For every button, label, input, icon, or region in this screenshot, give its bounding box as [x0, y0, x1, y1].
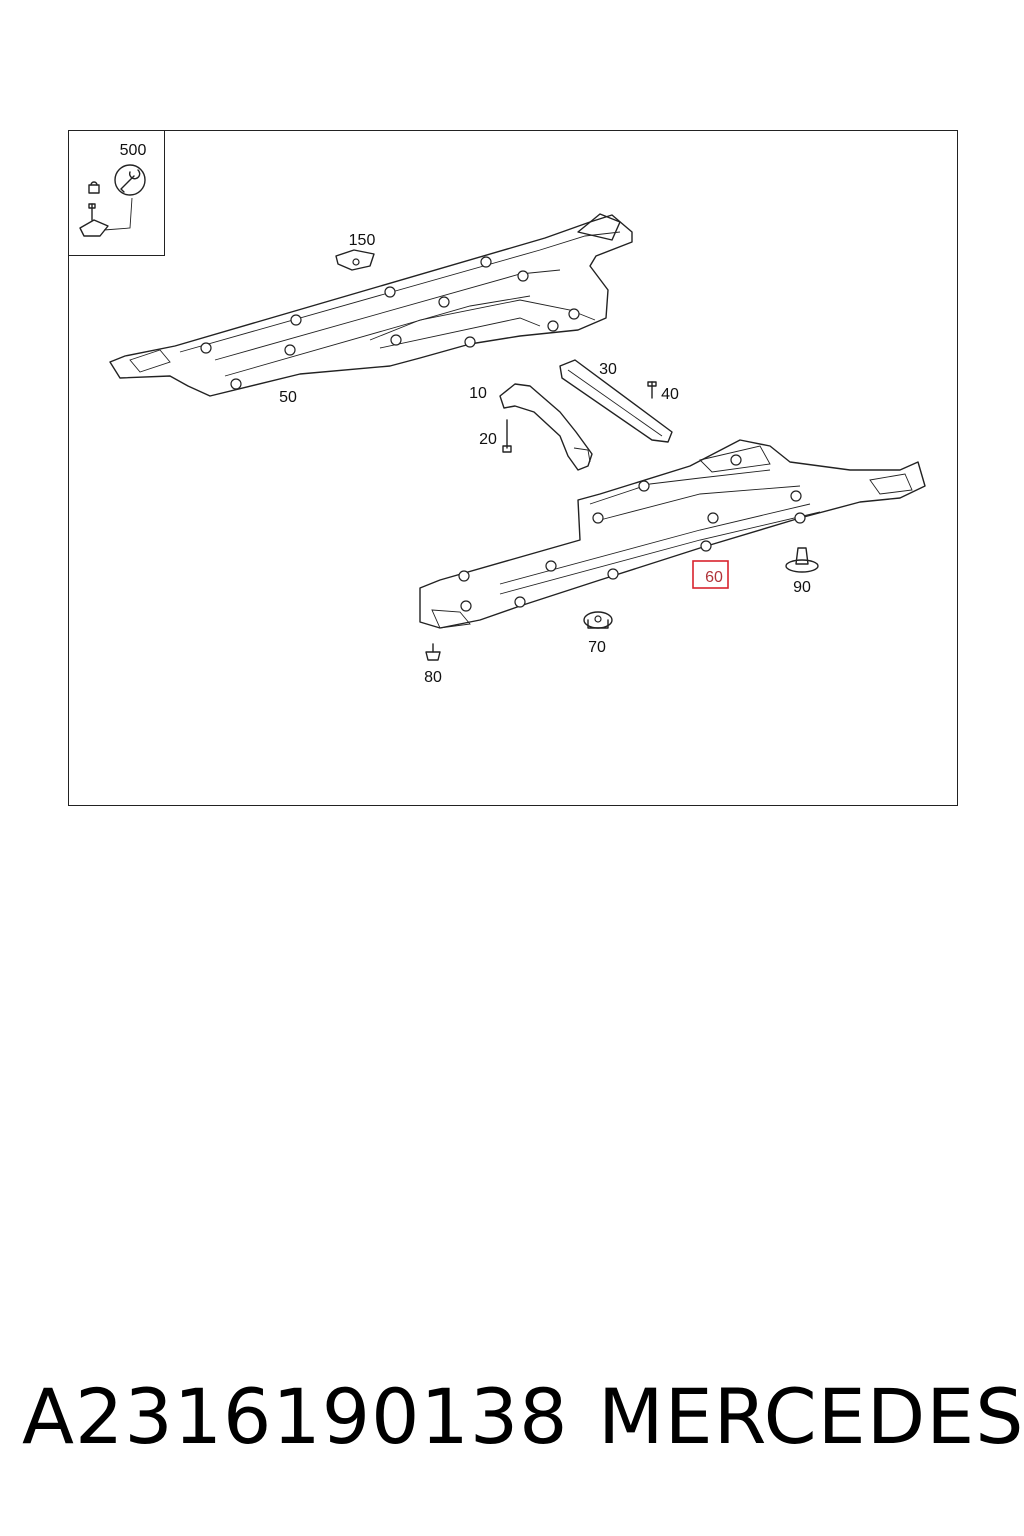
- callout-60[interactable]: 60: [705, 569, 723, 586]
- bolt-plate-icon: [79, 197, 133, 237]
- bolt-20-icon: [502, 419, 512, 453]
- callout-80[interactable]: 80: [424, 669, 442, 686]
- callout-150[interactable]: 150: [349, 232, 376, 249]
- underbody-panel-50: [109, 213, 633, 397]
- callout-60-highlight: [692, 560, 729, 589]
- bolt-40-icon: [647, 381, 657, 399]
- nut-icon: [88, 181, 100, 194]
- callout-10[interactable]: 10: [469, 385, 487, 402]
- callout-90[interactable]: 90: [793, 579, 811, 596]
- tools-inset-box: [68, 130, 165, 256]
- callout-50[interactable]: 50: [279, 389, 297, 406]
- stud-90-icon: [785, 547, 819, 573]
- underbody-panel-60: [419, 439, 926, 629]
- callout-70[interactable]: 70: [588, 639, 606, 656]
- callout-500[interactable]: 500: [120, 142, 147, 159]
- callout-20[interactable]: 20: [479, 431, 497, 448]
- wrench-icon: [114, 164, 146, 196]
- diagram-frame: [68, 130, 958, 806]
- bracket-10-icon: [499, 383, 593, 471]
- footer: A2316190138 MERCEDES: [0, 1372, 1024, 1472]
- strip-30-icon: [559, 359, 673, 443]
- part-number: A2316190138: [22, 1372, 569, 1461]
- clip-80-icon: [425, 643, 441, 661]
- callout-40[interactable]: 40: [661, 386, 679, 403]
- clip-150-icon: [335, 249, 375, 271]
- nut-70-icon: [583, 611, 613, 629]
- brand-name: MERCEDES: [598, 1372, 1024, 1461]
- callout-30[interactable]: 30: [599, 361, 617, 378]
- parts-diagram: 500 150 50 10 20: [79, 142, 926, 686]
